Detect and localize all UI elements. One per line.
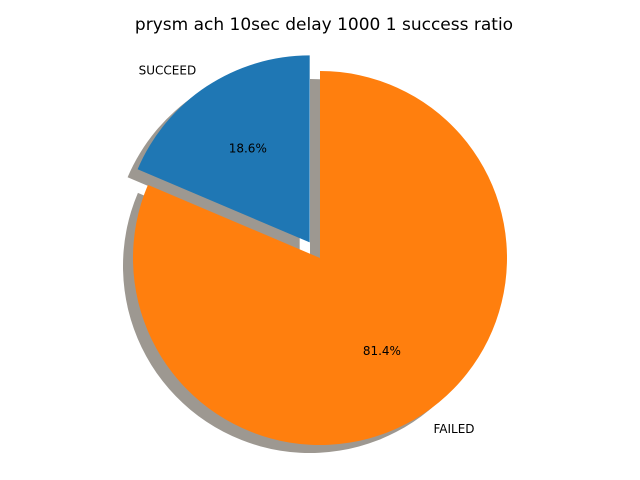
chart-title: prysm ach 10sec delay 1000 1 success rat…: [135, 15, 513, 35]
pie-slice-succeed: [137, 55, 310, 243]
slice-percent-failed: 81.4%: [363, 344, 401, 358]
slice-label-failed: FAILED: [433, 422, 474, 436]
label-layer: SUCCEED 18.6% FAILED 81.4%: [139, 63, 475, 436]
slice-percent-succeed: 18.6%: [229, 141, 267, 155]
pie-slice-failed: [133, 71, 508, 446]
slice-layer: [133, 55, 508, 446]
slice-label-succeed: SUCCEED: [139, 63, 197, 77]
